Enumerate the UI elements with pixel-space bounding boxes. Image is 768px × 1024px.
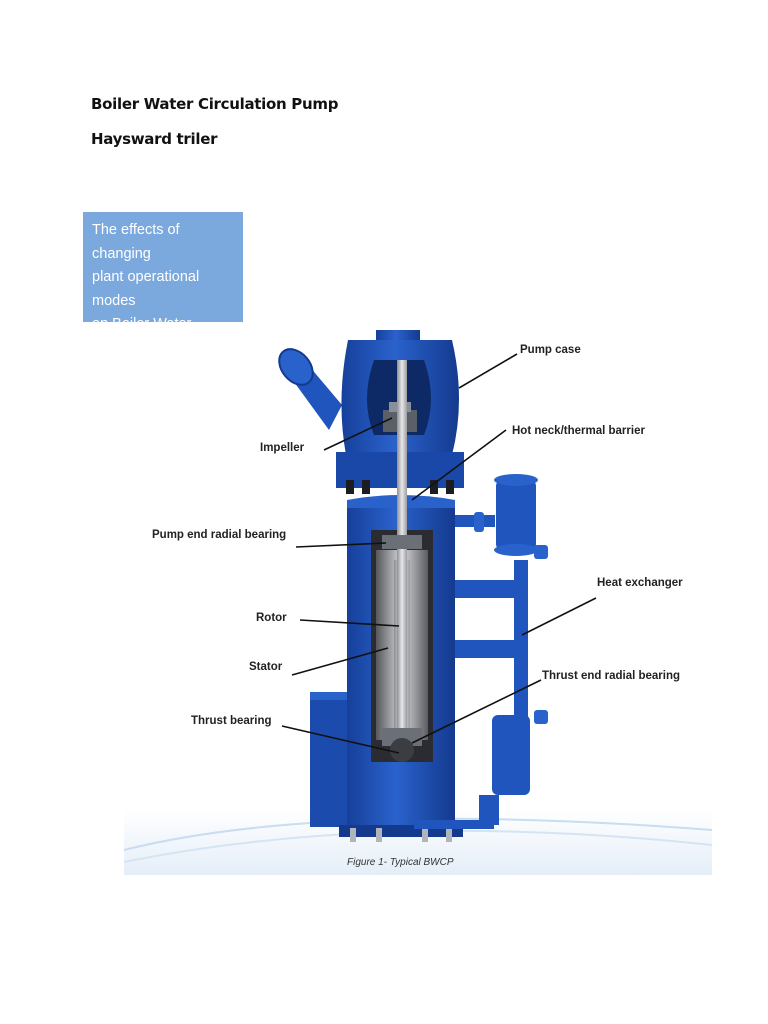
document-subtitle: Haysward triler [91,130,218,148]
exchanger-flanges [474,474,548,724]
heat-exchanger [414,480,536,829]
promo-line-4: Circulation Pumps [92,339,210,356]
pump-end-bearing [382,535,422,549]
label-impeller: Impeller [260,442,305,454]
leader-line-pump-end-bearing [295,542,387,548]
promo-line-1: The effects of changing [92,222,180,262]
leader-line-stator [291,647,389,676]
label-thrust-bearing: Thrust bearing [191,715,272,727]
flange-bolts [346,480,454,494]
thrust-bearing [390,738,414,762]
figure-caption: Figure 1- Typical BWCP [347,857,454,868]
pump-illustration [124,330,712,875]
label-pump-end-radial-bearing: Pump end radial bearing [152,529,287,541]
shaft [397,360,407,760]
label-heat-exchanger: Heat exchanger [597,577,683,589]
leader-lines [281,353,597,754]
leader-line-impeller [323,417,393,451]
promo-banner: The effects of changing plant operationa… [83,212,243,356]
discharge-nozzle [278,348,342,430]
leader-line-thrust-bearing [281,725,400,754]
leader-line-thrust-end-bearing [411,679,542,744]
document-title: Boiler Water Circulation Pump [91,95,339,113]
label-stator: Stator [249,661,283,673]
label-hot-neck: Hot neck/thermal barrier [512,425,645,437]
base-bolts [350,828,452,842]
leader-line-hot-neck [411,429,507,501]
label-rotor: Rotor [256,612,287,624]
leader-line-pump-case [458,353,518,389]
leader-line-rotor [299,619,400,627]
pump-figure: Pump case Hot neck/thermal barrier Impel… [124,330,712,875]
leader-line-heat-exchanger [521,597,597,636]
label-pump-case: Pump case [520,344,581,356]
label-thrust-end-radial-bearing: Thrust end radial bearing [542,670,681,682]
promo-line-2: plant operational modes [92,269,200,309]
thrust-end-bearing [382,728,422,746]
promo-line-3: on Boiler Water [92,316,192,332]
